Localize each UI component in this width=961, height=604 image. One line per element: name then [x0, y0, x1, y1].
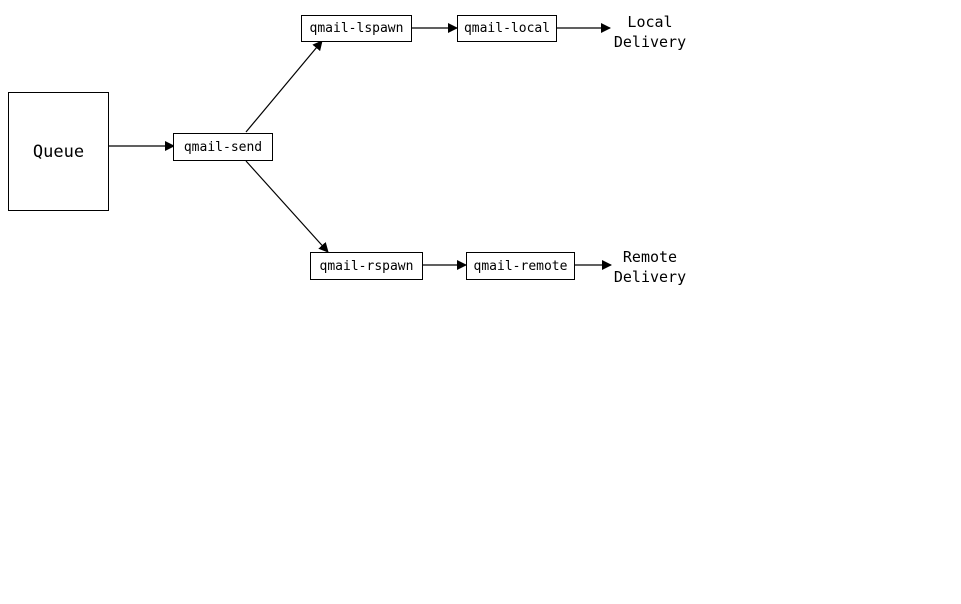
node-queue: Queue [8, 92, 109, 211]
node-qmail-remote: qmail-remote [466, 252, 575, 280]
node-qmail-local: qmail-local [457, 15, 557, 42]
node-qmail-remote-label: qmail-remote [473, 258, 568, 274]
node-qmail-rspawn-label: qmail-rspawn [319, 258, 414, 274]
output-remote-delivery: Remote Delivery [610, 247, 690, 287]
node-qmail-local-label: qmail-local [463, 21, 551, 36]
output-local-delivery-line1: Local [627, 13, 673, 31]
node-qmail-send-label: qmail-send [183, 139, 263, 155]
edge-send-to-lspawn [245, 40, 323, 133]
edge-send-to-rspawn [245, 160, 329, 253]
node-qmail-lspawn-label: qmail-lspawn [309, 21, 404, 36]
output-remote-delivery-line1: Remote [622, 248, 678, 266]
node-queue-label: Queue [32, 141, 85, 162]
node-qmail-rspawn: qmail-rspawn [310, 252, 423, 280]
node-qmail-send: qmail-send [173, 133, 273, 161]
output-remote-delivery-line2: Delivery [613, 268, 687, 286]
node-qmail-lspawn: qmail-lspawn [301, 15, 412, 42]
output-local-delivery: Local Delivery [610, 12, 690, 52]
output-local-delivery-line2: Delivery [613, 33, 687, 51]
